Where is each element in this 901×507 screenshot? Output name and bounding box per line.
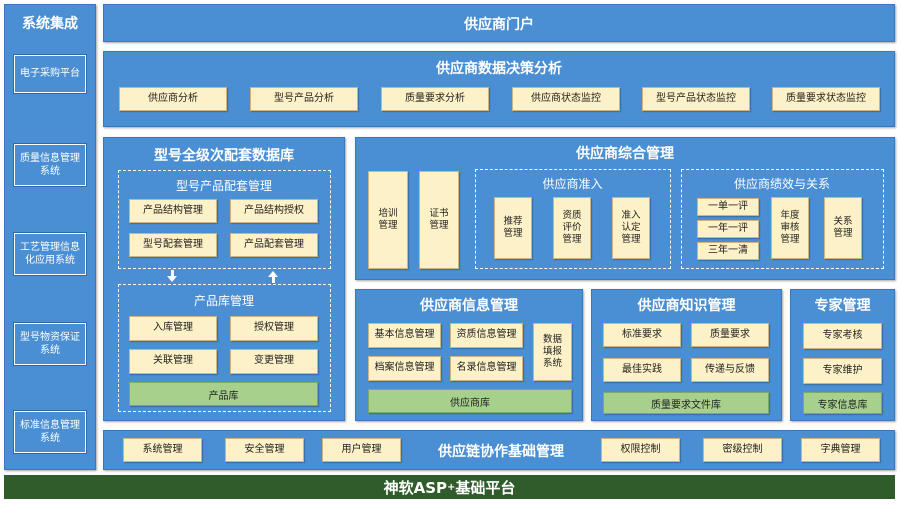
perf-annual-audit[interactable]: 年度 审核 管理 [771, 197, 809, 259]
config-item-model-config[interactable]: 型号配套管理 [129, 233, 217, 257]
decision-item-quality-req-analysis[interactable]: 质量要求分析 [381, 87, 489, 111]
perf-eval-per-year[interactable]: 一年一评 [697, 220, 759, 238]
collab-item-permission[interactable]: 权限控制 [601, 438, 680, 462]
product-lib-title: 产品库管理 [193, 294, 254, 308]
decision-item-model-product-analysis[interactable]: 型号产品分析 [250, 87, 358, 111]
certificate-mgmt[interactable]: 证书 管理 [419, 171, 459, 269]
config-item-product-config[interactable]: 产品配套管理 [230, 233, 318, 257]
knowledge-item-quality[interactable]: 质量要求 [691, 323, 769, 347]
expert-item-evaluation[interactable]: 专家考核 [803, 323, 882, 349]
integrated-title: 供应商综合管理 [576, 146, 674, 162]
model-db-panel: 型号全级次配套数据库 型号产品配套管理 产品结构管理 产品结构授权 型号配套管理… [103, 137, 345, 421]
knowledge-item-feedback[interactable]: 传递与反馈 [691, 358, 769, 382]
lib-item-inbound[interactable]: 入库管理 [129, 316, 217, 341]
access-item-qualification[interactable]: 资质 评价 管理 [553, 197, 591, 259]
base-platform-bar: 神软ASP+基础平台 [4, 475, 895, 499]
sidebar-item-material-assurance[interactable]: 型号物资保证 系统 [13, 322, 87, 366]
lib-item-change[interactable]: 变更管理 [230, 349, 318, 374]
knowledge-title: 供应商知识管理 [637, 298, 736, 314]
expert-item-maintenance[interactable]: 专家维护 [803, 358, 882, 384]
collab-item-dictionary[interactable]: 字典管理 [801, 438, 880, 462]
arrow-up-stem [272, 277, 275, 283]
decision-analysis-panel: 供应商数据决策分析 供应商分析 型号产品分析 质量要求分析 供应商状态监控 型号… [103, 51, 895, 127]
knowledge-panel: 供应商知识管理 标准要求 质量要求 最佳实践 传递与反馈 质量要求文件库 [591, 289, 782, 421]
sidebar-item-e-procurement[interactable]: 电子采购平台 [13, 54, 87, 94]
lib-item-authorization[interactable]: 授权管理 [230, 316, 318, 341]
integrated-mgmt-panel: 供应商综合管理 培训 管理 证书 管理 供应商准入 推荐 管理 资质 评价 管理… [355, 137, 895, 280]
config-mgmt-group: 型号产品配套管理 产品结构管理 产品结构授权 型号配套管理 产品配套管理 [118, 170, 331, 269]
expert-panel: 专家管理 专家考核 专家维护 专家信息库 [790, 289, 895, 421]
decision-item-quality-req-monitor[interactable]: 质量要求状态监控 [772, 87, 880, 111]
arrow-down-icon [167, 276, 177, 282]
sidebar-system-integration: 系统集成 电子采购平台 质量信息管理 系统 工艺管理信息 化应用系统 型号物资保… [4, 4, 96, 470]
portal-title: 供应商门户 [464, 17, 534, 33]
knowledge-item-standard[interactable]: 标准要求 [603, 323, 681, 347]
platform-suffix: 基础平台 [455, 478, 516, 497]
sidebar-item-standard-info[interactable]: 标准信息管理 系统 [13, 410, 87, 454]
sidebar-item-quality-info[interactable]: 质量信息管理 系统 [13, 143, 87, 187]
product-store[interactable]: 产品库 [129, 382, 318, 406]
decision-item-supplier-monitor[interactable]: 供应商状态监控 [512, 87, 620, 111]
lib-item-association[interactable]: 关联管理 [129, 349, 217, 374]
collab-item-security[interactable]: 安全管理 [225, 438, 304, 462]
access-item-certification[interactable]: 准入 认定 管理 [612, 197, 650, 259]
info-mgmt-title: 供应商信息管理 [420, 298, 518, 314]
info-item-archive[interactable]: 档案信息管理 [368, 356, 441, 381]
performance-group: 供应商绩效与关系 一单一评 一年一评 三年一清 年度 审核 管理 关系 管理 [681, 169, 884, 269]
knowledge-item-best-practice[interactable]: 最佳实践 [603, 358, 681, 382]
config-mgmt-title: 型号产品配套管理 [175, 179, 272, 193]
info-item-basic[interactable]: 基本信息管理 [368, 323, 441, 348]
performance-title: 供应商绩效与关系 [733, 177, 830, 191]
collab-panel: 系统管理 安全管理 用户管理 供应链协作基础管理 权限控制 密级控制 字典管理 [103, 430, 895, 470]
arrow-down-stem [171, 270, 174, 276]
config-item-structure-auth[interactable]: 产品结构授权 [230, 199, 318, 223]
config-item-structure-mgmt[interactable]: 产品结构管理 [129, 199, 217, 223]
product-lib-group: 产品库管理 入库管理 授权管理 关联管理 变更管理 产品库 [118, 284, 331, 412]
collab-item-classification[interactable]: 密级控制 [703, 438, 782, 462]
access-title: 供应商准入 [542, 177, 603, 191]
perf-eval-per-order[interactable]: 一单一评 [697, 198, 759, 216]
decision-title: 供应商数据决策分析 [436, 61, 562, 77]
sidebar-title: 系统集成 [22, 16, 78, 32]
access-group: 供应商准入 推荐 管理 资质 评价 管理 准入 认定 管理 [475, 169, 671, 269]
platform-sup: + [447, 481, 456, 493]
access-item-recommend[interactable]: 推荐 管理 [494, 197, 532, 259]
data-report-system[interactable]: 数据 填报 系统 [533, 323, 572, 381]
expert-store[interactable]: 专家信息库 [803, 392, 882, 414]
supplier-portal[interactable]: 供应商门户 [103, 4, 895, 42]
platform-name: 神软ASP [383, 478, 447, 497]
decision-item-model-product-monitor[interactable]: 型号产品状态监控 [642, 87, 750, 111]
collab-item-system[interactable]: 系统管理 [123, 438, 202, 462]
info-item-qualification[interactable]: 资质信息管理 [450, 323, 523, 348]
training-mgmt[interactable]: 培训 管理 [368, 171, 408, 269]
supplier-store[interactable]: 供应商库 [368, 389, 572, 413]
info-mgmt-panel: 供应商信息管理 基本信息管理 资质信息管理 档案信息管理 名录信息管理 数据 填… [355, 289, 583, 421]
info-item-directory[interactable]: 名录信息管理 [450, 356, 523, 381]
sidebar-item-process-mgmt[interactable]: 工艺管理信息 化应用系统 [13, 232, 87, 276]
arrow-up-icon [268, 271, 278, 277]
perf-eval-three-year[interactable]: 三年一清 [697, 242, 759, 260]
collab-item-user[interactable]: 用户管理 [322, 438, 401, 462]
model-db-title: 型号全级次配套数据库 [154, 148, 294, 164]
quality-doc-store[interactable]: 质量要求文件库 [603, 392, 769, 414]
expert-title: 专家管理 [814, 298, 871, 314]
perf-relation-mgmt[interactable]: 关系 管理 [824, 197, 862, 259]
collab-title: 供应链协作基础管理 [438, 444, 564, 460]
decision-item-supplier-analysis[interactable]: 供应商分析 [119, 87, 227, 111]
